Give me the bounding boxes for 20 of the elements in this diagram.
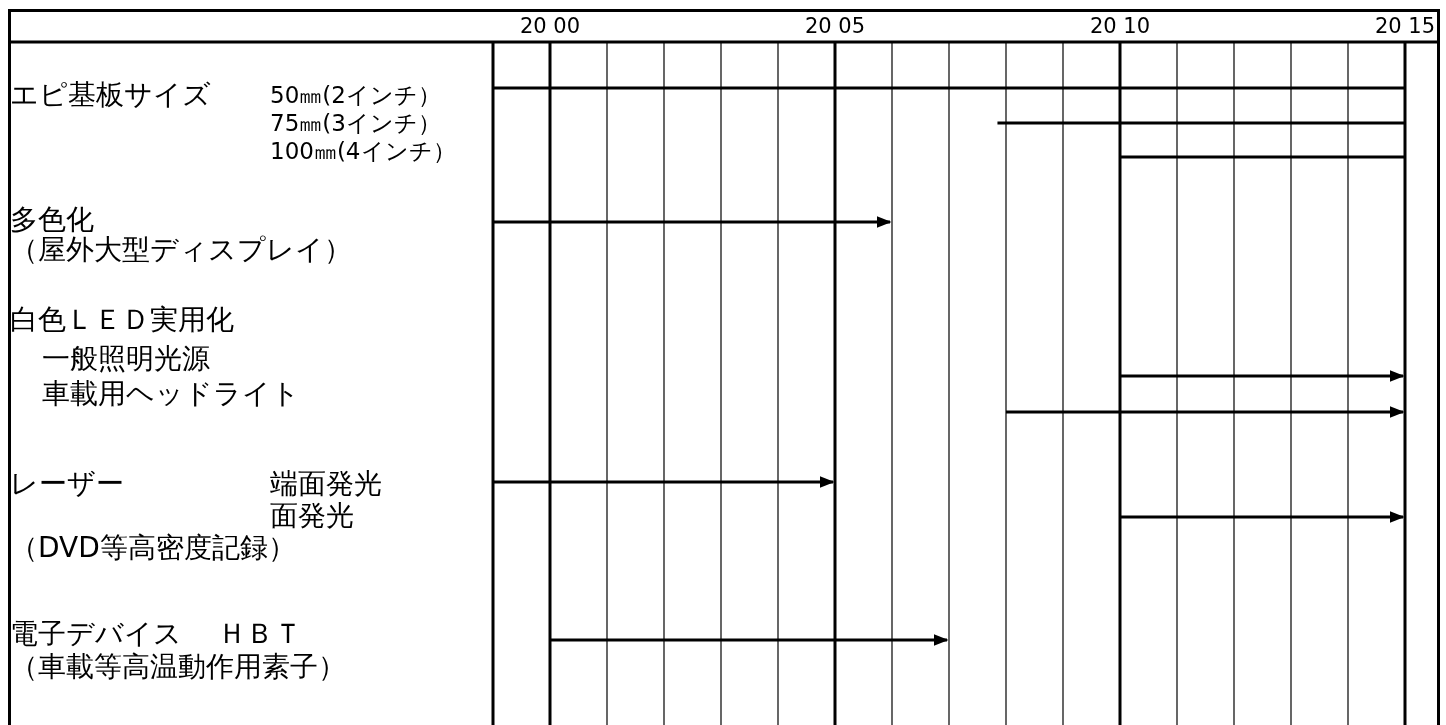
row-label: 端面発光 xyxy=(270,469,382,499)
row-label: 一般照明光源 xyxy=(42,344,210,374)
row-label: 白色ＬＥＤ実用化 xyxy=(10,305,234,335)
row-label: 50㎜(2インチ） xyxy=(270,80,441,110)
row-label: 100㎜(4インチ） xyxy=(270,136,456,166)
row-label: レーザー xyxy=(10,469,124,499)
year-label: 20 00 xyxy=(519,13,581,40)
row-label: （車載等高温動作用素子） xyxy=(10,652,346,682)
row-label: 車載用ヘッドライト xyxy=(42,379,300,409)
year-label: 20 15 xyxy=(1374,13,1436,40)
row-label: ＨＢＴ xyxy=(218,619,302,649)
row-label: （屋外大型ディスプレイ） xyxy=(10,235,352,265)
row-label: 面発光 xyxy=(270,501,354,531)
row-label: 75㎜(3インチ） xyxy=(270,108,441,138)
year-label: 20 10 xyxy=(1089,13,1151,40)
row-label: （DVD等高密度記録） xyxy=(10,533,296,563)
row-label: エピ基板サイズ xyxy=(10,80,211,110)
row-label: 多色化 xyxy=(10,205,95,235)
row-label: 電子デバイス xyxy=(10,619,182,649)
year-label: 20 05 xyxy=(804,13,866,40)
